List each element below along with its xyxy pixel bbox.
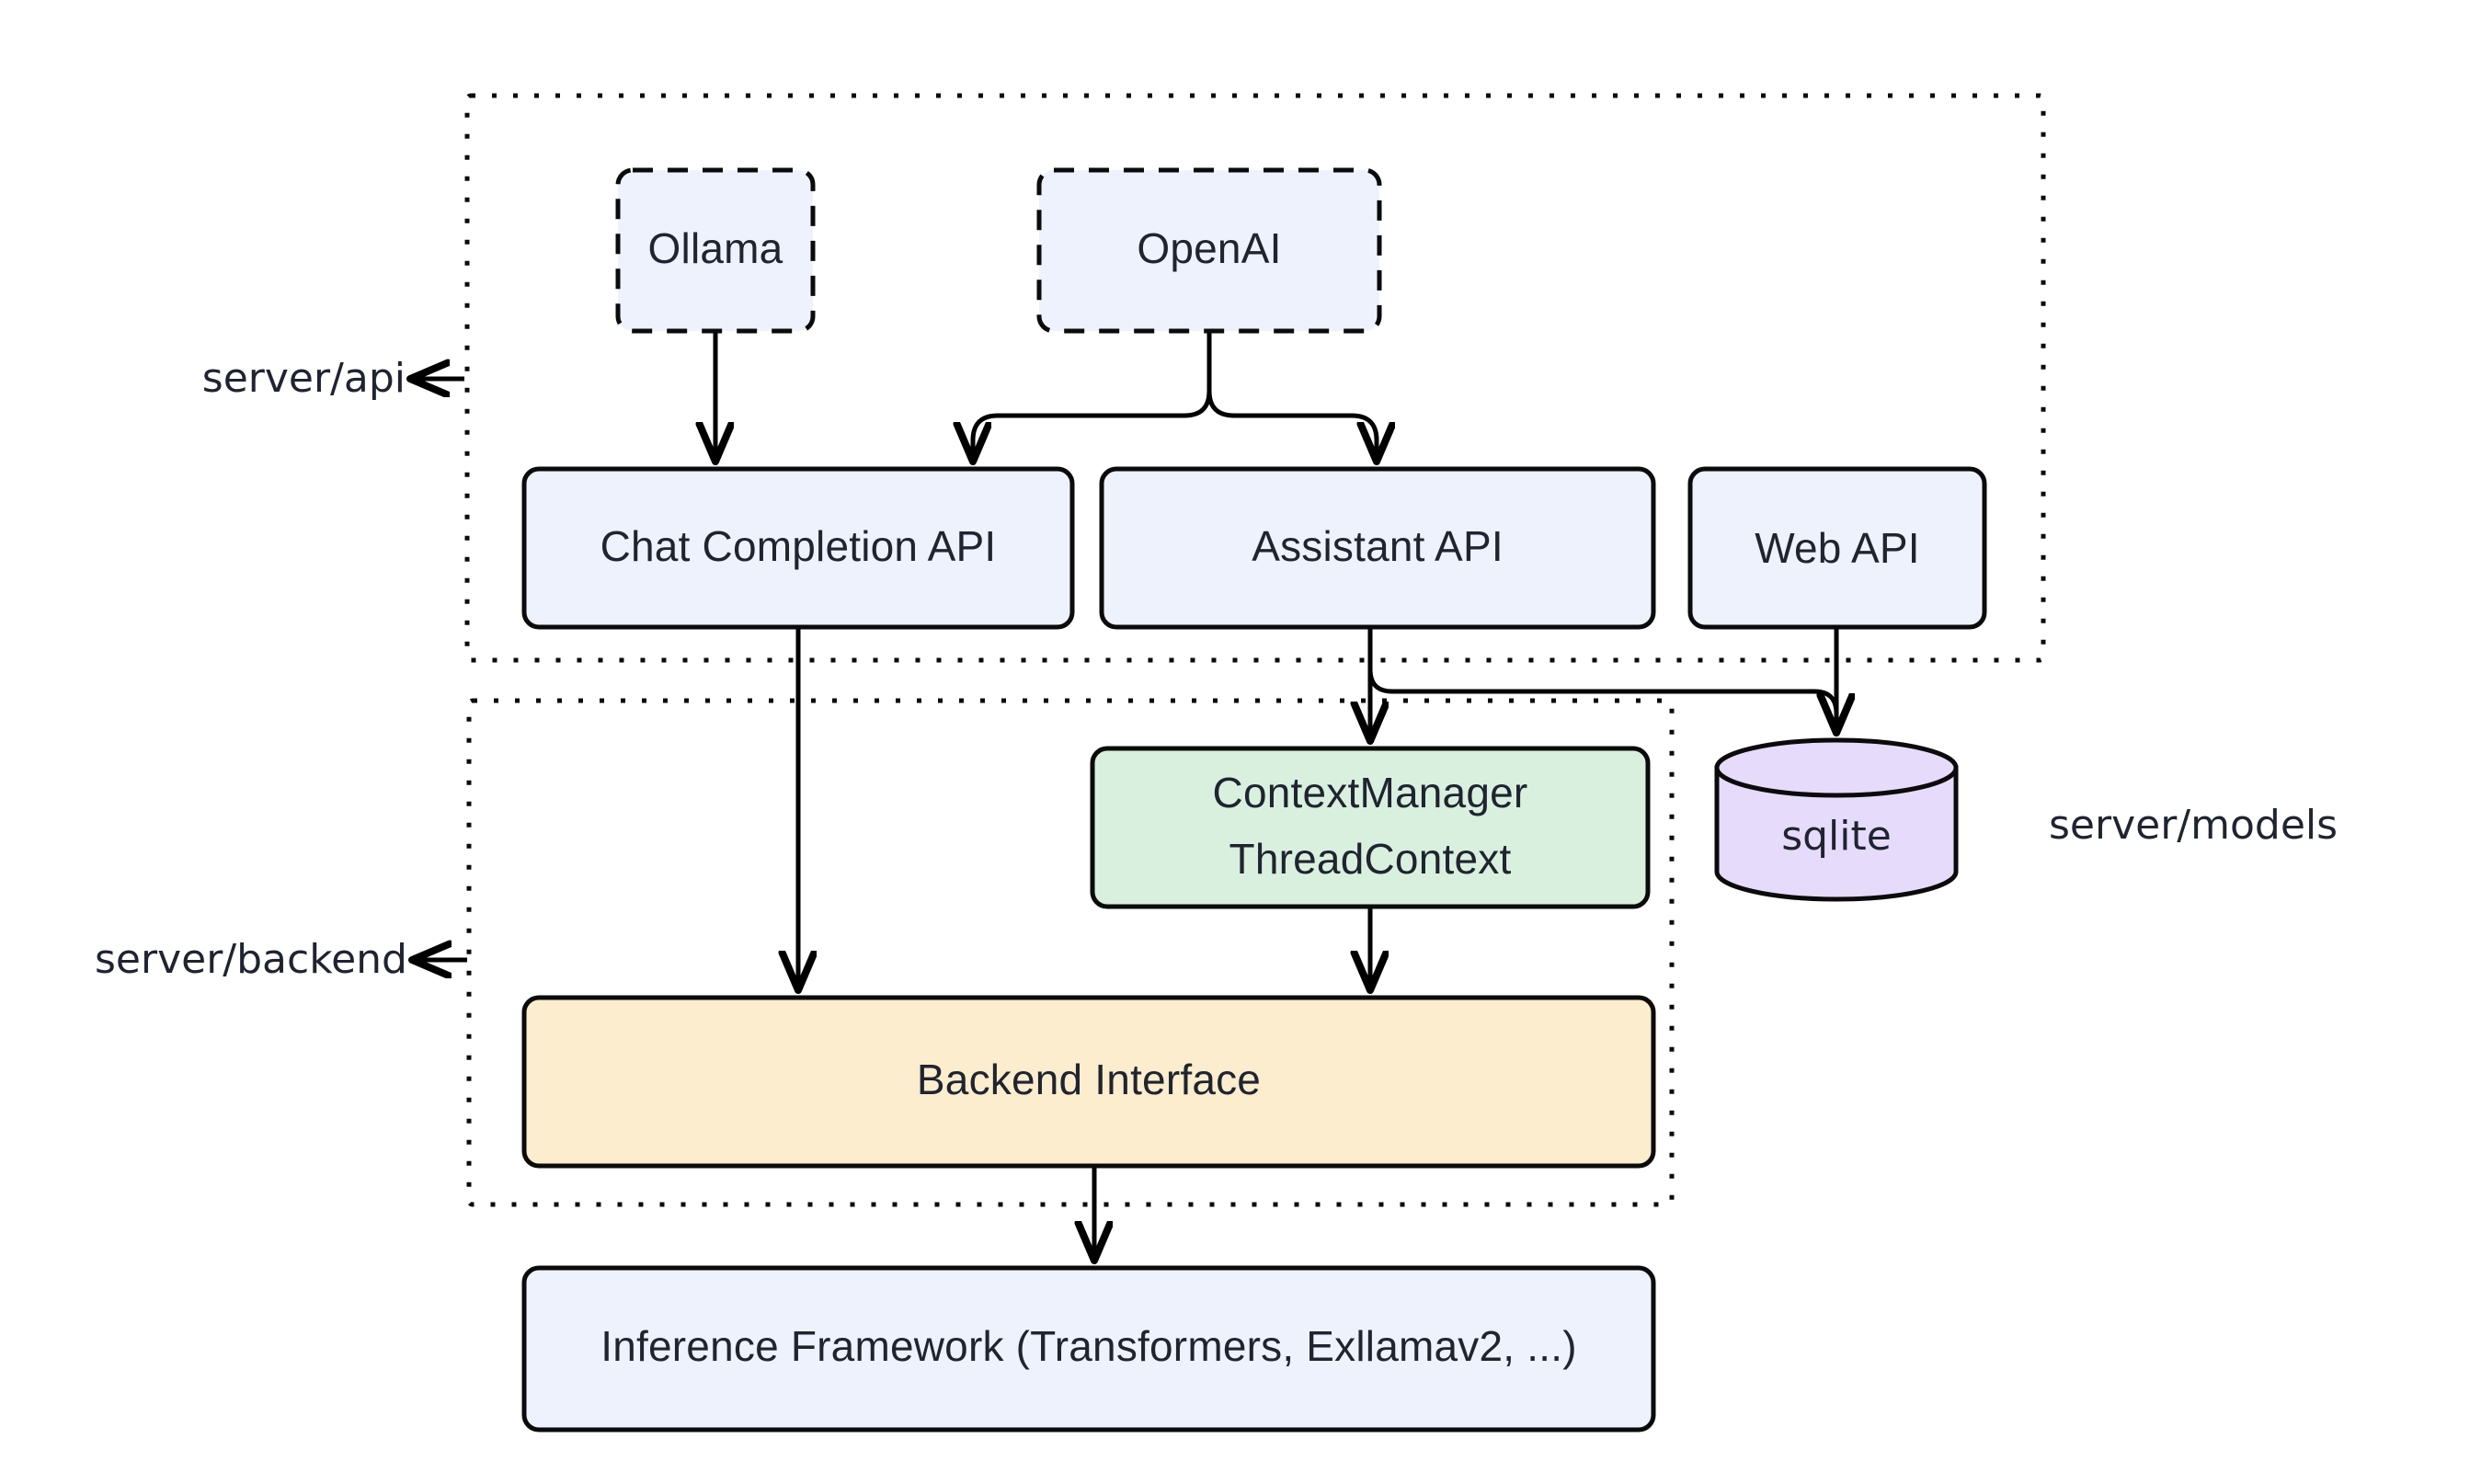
server-api-label-group: server/api (202, 355, 464, 402)
node-context-manager[interactable]: ContextManager ThreadContext (1090, 746, 1651, 909)
node-inference-framework[interactable]: Inference Framework (Transformers, Exlla… (521, 1265, 1656, 1433)
cluster-server-api (464, 93, 2046, 663)
node-openai-label: OpenAI (1137, 224, 1281, 272)
node-chat-completion-api[interactable]: Chat Completion API (521, 466, 1075, 630)
node-openai[interactable]: OpenAI (1036, 167, 1382, 334)
node-inference-framework-label: Inference Framework (Transformers, Exlla… (600, 1322, 1576, 1370)
server-backend-label-group: server/backend (95, 936, 467, 983)
cluster-server-backend (466, 698, 1675, 1207)
node-web-api[interactable]: Web API (1687, 466, 1987, 630)
edge-openai-to-chat-completion-api (973, 331, 1212, 460)
node-backend-interface-label: Backend Interface (917, 1056, 1261, 1103)
node-web-api-label: Web API (1755, 524, 1920, 572)
node-ollama[interactable]: Ollama (615, 167, 816, 334)
server-api-label: server/api (202, 355, 406, 402)
edge-openai-to-assistant-api (1206, 331, 1377, 460)
server-backend-label: server/backend (95, 936, 407, 983)
node-sqlite[interactable]: sqlite (1714, 737, 1959, 902)
node-ollama-label: Ollama (648, 224, 783, 272)
node-context-manager-label-line2: ThreadContext (1229, 835, 1512, 883)
node-backend-interface[interactable]: Backend Interface (521, 995, 1656, 1169)
node-assistant-api[interactable]: Assistant API (1099, 466, 1656, 630)
sqlite-cylinder-top (1714, 737, 1959, 798)
node-context-manager-label-line1: ContextManager (1213, 769, 1528, 816)
sqlite-cylinder-body (1714, 765, 1959, 902)
node-chat-completion-api-label: Chat Completion API (600, 522, 997, 570)
edge-assistant-api-to-sqlite (1367, 627, 1836, 731)
node-assistant-api-label: Assistant API (1252, 522, 1504, 570)
server-models-label: server/models (2049, 802, 2338, 849)
node-sqlite-label: sqlite (1781, 813, 1892, 860)
